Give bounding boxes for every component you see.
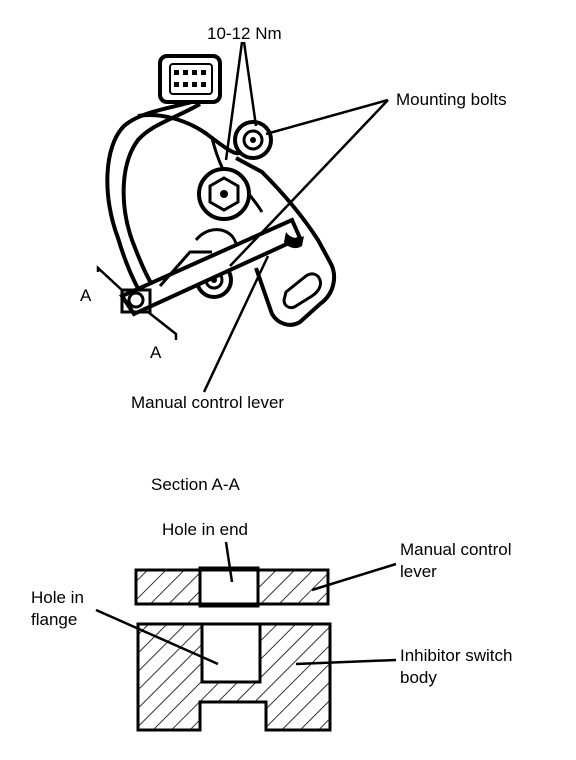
manual-control-lever-arm bbox=[119, 217, 304, 317]
adjustment-slot bbox=[282, 272, 322, 310]
leader-lines-section bbox=[95, 541, 397, 666]
section-marker-a-lower: A bbox=[150, 343, 162, 362]
manual-control-lever-section bbox=[134, 566, 330, 608]
section-marker-a-upper: A bbox=[80, 286, 92, 305]
inhibitor-switch-body-section bbox=[136, 622, 332, 732]
leader-lines-top bbox=[202, 41, 389, 393]
inhibitor-switch-assembly bbox=[96, 54, 337, 340]
electrical-connector bbox=[158, 54, 222, 104]
section-manual-control-lever-line1: Manual control bbox=[400, 540, 512, 559]
mounting-bolts-label: Mounting bolts bbox=[396, 90, 507, 109]
section-title: Section A-A bbox=[151, 475, 240, 494]
shaft-nut bbox=[197, 167, 251, 221]
torque-label: 10-12 Nm bbox=[207, 24, 282, 43]
section-a-a-view bbox=[134, 566, 332, 732]
inhibitor-switch-body-line2: body bbox=[400, 668, 437, 687]
manual-control-lever-label: Manual control lever bbox=[131, 393, 285, 412]
section-cut-line bbox=[96, 265, 178, 340]
hole-in-end-label: Hole in end bbox=[162, 520, 249, 539]
mounting-bolt-upper bbox=[233, 120, 273, 160]
inhibitor-switch-body-label: Inhibitor switch body bbox=[400, 645, 512, 689]
hole-in-flange-line1: Hole in bbox=[31, 588, 84, 607]
section-manual-control-lever-label: Manual control lever bbox=[400, 539, 512, 583]
hole-in-flange-label: Hole in flange bbox=[31, 587, 84, 631]
section-manual-control-lever-line2: lever bbox=[400, 562, 437, 581]
inhibitor-switch-body-line1: Inhibitor switch bbox=[400, 646, 513, 665]
hole-in-flange-line2: flange bbox=[31, 610, 78, 629]
